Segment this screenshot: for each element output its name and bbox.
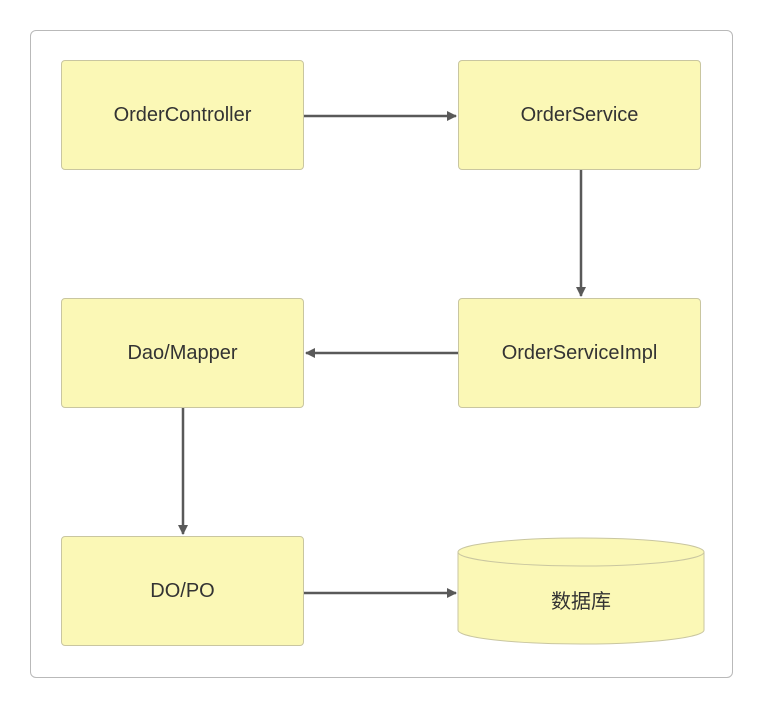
node-do-po[interactable]: DO/PO	[61, 536, 304, 646]
node-database[interactable]: 数据库	[458, 560, 704, 638]
node-order-controller[interactable]: OrderController	[61, 60, 304, 170]
node-order-service-impl[interactable]: OrderServiceImpl	[458, 298, 701, 408]
node-label: OrderServiceImpl	[501, 341, 658, 364]
node-dao-mapper[interactable]: Dao/Mapper	[61, 298, 304, 408]
node-label: OrderService	[520, 103, 639, 126]
node-label: 数据库	[551, 588, 611, 613]
node-order-service[interactable]: OrderService	[458, 60, 701, 170]
node-label: DO/PO	[150, 579, 215, 602]
node-label: OrderController	[113, 103, 252, 126]
node-label: Dao/Mapper	[127, 341, 238, 364]
